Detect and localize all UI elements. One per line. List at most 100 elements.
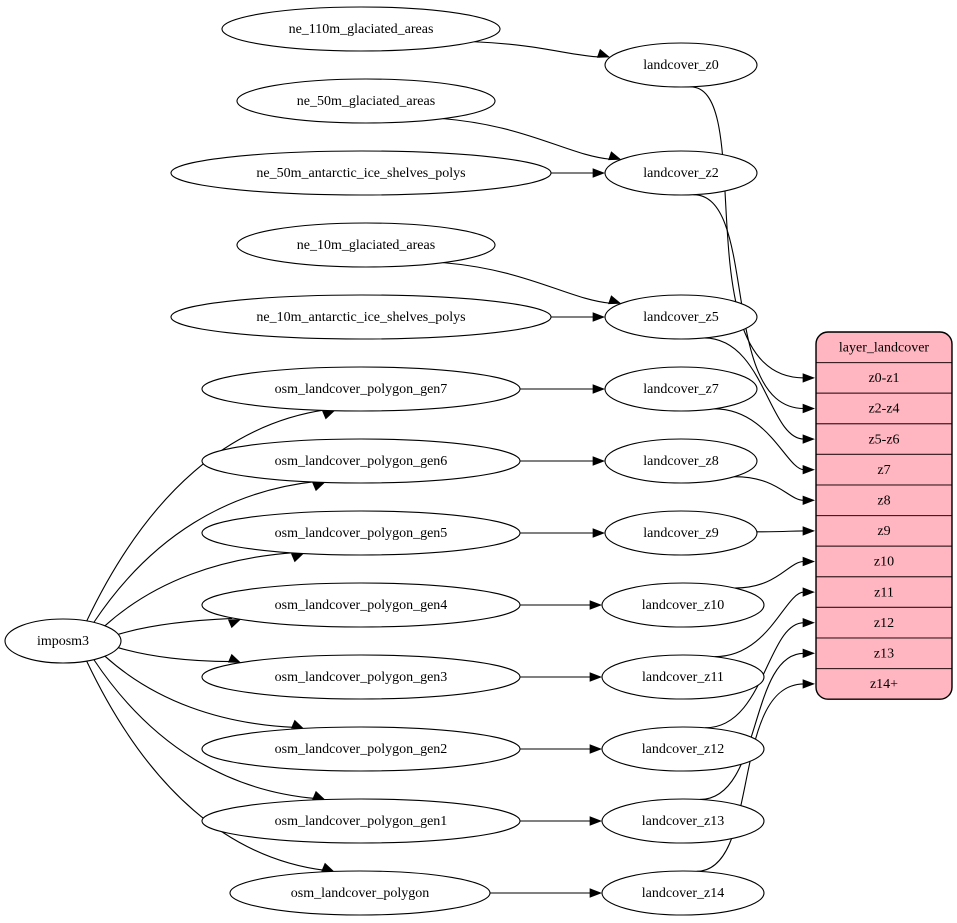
edge-arrowhead [589, 888, 602, 898]
layer-table-row-cell[interactable] [816, 423, 952, 455]
edge-arrowhead [589, 600, 602, 610]
layer-table-row-cell[interactable] [816, 453, 952, 486]
edge-arrowhead [589, 744, 602, 754]
node-shape[interactable] [601, 870, 765, 916]
graph-node-ne-10m-antarctic-ice-shelves-polys[interactable]: ne_10m_antarctic_ice_shelves_polys [170, 294, 552, 340]
graph-node-osm-landcover-polygon-gen3[interactable]: osm_landcover_polygon_gen3 [201, 654, 521, 700]
graph-node-osm-landcover-polygon-gen4[interactable]: osm_landcover_polygon_gen4 [201, 582, 521, 628]
graph-node-osm-landcover-polygon-gen1[interactable]: osm_landcover_polygon_gen1 [201, 798, 521, 844]
graph-node-landcover-z8[interactable]: landcover_z8 [604, 438, 758, 484]
edge-ne-110m-glaciated-areas-to-landcover-z0 [474, 41, 611, 58]
node-shape[interactable] [236, 222, 496, 268]
edge-landcover-z11-to-layer-landcover-z11 [714, 587, 815, 658]
graph-node-osm-landcover-polygon-gen5[interactable]: osm_landcover_polygon_gen5 [201, 510, 521, 556]
node-shape[interactable] [170, 150, 552, 196]
edge-arrowhead [592, 384, 605, 394]
edge-landcover-z10-to-layer-landcover-z10 [734, 556, 815, 589]
edge-osm-landcover-polygon-gen6-to-landcover-z8 [520, 456, 605, 466]
graph-node-landcover-z10[interactable]: landcover_z10 [601, 582, 765, 628]
edge-imposm3-to-osm-landcover-polygon-gen2 [104, 655, 305, 729]
graph-node-landcover-z7[interactable]: landcover_z7 [604, 366, 758, 412]
node-shape[interactable] [221, 6, 501, 52]
edge-landcover-z8-to-layer-landcover-z8 [734, 476, 815, 506]
graph-node-osm-landcover-polygon[interactable]: osm_landcover_polygon [229, 870, 491, 916]
edge-line [443, 262, 612, 304]
graph-node-landcover-z5[interactable]: landcover_z5 [604, 294, 758, 340]
edge-osm-landcover-polygon-gen2-to-landcover-z12 [520, 744, 602, 754]
edge-line [699, 652, 805, 801]
layer-table-row-cell[interactable] [816, 362, 952, 394]
node-shape[interactable] [4, 618, 122, 664]
node-shape[interactable] [601, 798, 765, 844]
graph-node-landcover-z12[interactable]: landcover_z12 [601, 726, 765, 772]
node-shape[interactable] [604, 150, 758, 196]
edge-arrowhead [592, 168, 605, 178]
graph-node-landcover-z13[interactable]: landcover_z13 [601, 798, 765, 844]
node-shape[interactable] [201, 510, 521, 556]
graph-node-landcover-z0[interactable]: landcover_z0 [604, 42, 758, 88]
node-shape[interactable] [604, 42, 758, 88]
edge-osm-landcover-polygon-gen1-to-landcover-z13 [520, 816, 602, 826]
node-shape[interactable] [604, 438, 758, 484]
edge-line [696, 683, 805, 872]
layer-table-row-cell[interactable] [816, 576, 952, 608]
node-shape[interactable] [229, 870, 491, 916]
edge-line [104, 655, 296, 728]
node-shape[interactable] [604, 366, 758, 412]
layer-table-row-cell[interactable] [816, 392, 952, 425]
layer-table-outline [815, 331, 953, 700]
edge-line [118, 647, 233, 663]
edge-arrowhead [608, 295, 622, 305]
layer-table-row-cell[interactable] [816, 668, 952, 700]
graph-node-ne-50m-antarctic-ice-shelves-polys[interactable]: ne_50m_antarctic_ice_shelves_polys [170, 150, 552, 196]
edge-landcover-z14-to-layer-landcover-z14- [696, 679, 815, 872]
node-shape[interactable] [201, 366, 521, 412]
layer-table-row-cell[interactable] [816, 637, 952, 670]
graph-node-ne-110m-glaciated-areas[interactable]: ne_110m_glaciated_areas [221, 6, 501, 52]
graph-node-osm-landcover-polygon-gen7[interactable]: osm_landcover_polygon_gen7 [201, 366, 521, 412]
edge-imposm3-to-osm-landcover-polygon-gen4 [118, 617, 242, 635]
graph-node-landcover-z14[interactable]: landcover_z14 [601, 870, 765, 916]
node-shape[interactable] [604, 510, 758, 556]
edge-line [104, 552, 296, 627]
node-shape[interactable] [601, 582, 765, 628]
node-shape[interactable] [201, 798, 521, 844]
edge-arrowhead [802, 679, 815, 689]
edge-arrowhead [312, 790, 326, 800]
node-shape[interactable] [170, 294, 552, 340]
layer-table-row-cell[interactable] [816, 606, 952, 639]
layer-table-row-cell[interactable] [816, 545, 952, 578]
layer-table-row-cell[interactable] [816, 484, 952, 517]
edge-line [118, 617, 233, 635]
graph-node-osm-landcover-polygon-gen2[interactable]: osm_landcover_polygon_gen2 [201, 726, 521, 772]
node-shape[interactable] [201, 438, 521, 484]
node-shape[interactable] [601, 654, 765, 700]
node-shape[interactable] [201, 582, 521, 628]
edge-landcover-z13-to-layer-landcover-z13 [699, 648, 815, 801]
node-shape[interactable] [201, 654, 521, 700]
edge-line [693, 194, 805, 410]
edge-osm-landcover-polygon-gen7-to-landcover-z7 [520, 384, 605, 394]
graph-node-landcover-z2[interactable]: landcover_z2 [604, 150, 758, 196]
edge-arrowhead [592, 456, 605, 466]
layer-table-header-cell[interactable] [816, 332, 952, 364]
layer-table-row-cell[interactable] [816, 515, 952, 547]
graph-node-ne-50m-glaciated-areas[interactable]: ne_50m_glaciated_areas [236, 78, 496, 124]
graph-node-imposm3[interactable]: imposm3 [4, 618, 122, 664]
graph-node-ne-10m-glaciated-areas[interactable]: ne_10m_glaciated_areas [236, 222, 496, 268]
edge-line [86, 409, 327, 622]
graph-node-landcover-z11[interactable]: landcover_z11 [601, 654, 765, 700]
node-shape[interactable] [236, 78, 496, 124]
graph-node-osm-landcover-polygon-gen6[interactable]: osm_landcover_polygon_gen6 [201, 438, 521, 484]
node-shape[interactable] [604, 294, 758, 340]
layer-landcover-table: layer_landcoverz0-z1z2-z4z5-z6z7z8z9z10z… [815, 331, 953, 700]
edge-ne-50m-antarctic-ice-shelves-polys-to-landcover-z2 [551, 168, 605, 178]
edge-line [86, 660, 326, 871]
node-shape[interactable] [201, 726, 521, 772]
graph-node-landcover-z9[interactable]: landcover_z9 [604, 510, 758, 556]
node-shape[interactable] [601, 726, 765, 772]
edge-line [443, 118, 612, 160]
edge-arrowhead [589, 816, 602, 826]
edge-arrowhead [802, 434, 815, 444]
